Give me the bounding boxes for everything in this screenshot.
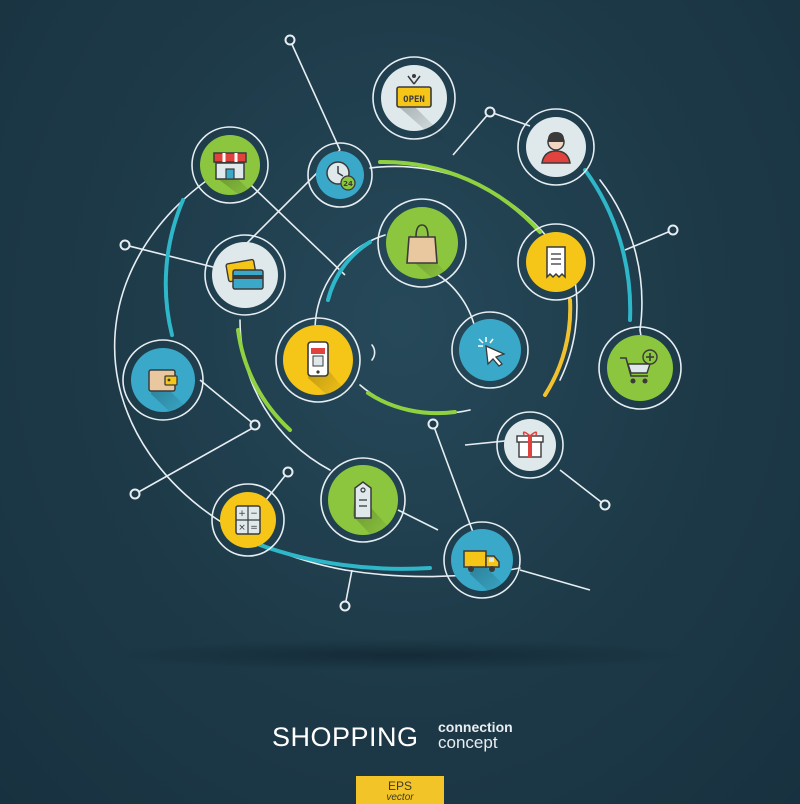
main-title: SHOPPING <box>272 722 419 752</box>
delivery-truck-icon <box>463 550 500 572</box>
credit-card-icon <box>225 258 264 290</box>
receipt-icon <box>546 246 566 279</box>
badge-line-1: EPS <box>387 779 412 793</box>
svg-text:×: × <box>238 523 246 533</box>
customer-support-icon <box>541 132 571 164</box>
add-to-cart-icon <box>620 349 658 384</box>
badge-line-2: vector <box>386 792 414 803</box>
svg-text:=: = <box>250 523 258 533</box>
store-node <box>191 126 269 204</box>
format-badge: EPS vector <box>356 776 444 804</box>
store-icon <box>213 152 247 180</box>
subtitle-line-2: concept <box>438 733 498 752</box>
svg-text:+: + <box>238 509 246 519</box>
gift-node <box>496 411 564 479</box>
wallet-icon <box>148 369 178 392</box>
credit-card-node <box>204 234 286 316</box>
open-sign-icon: OPEN <box>396 74 432 108</box>
shopping-bag-icon <box>406 224 438 264</box>
support-node <box>517 108 595 186</box>
mobile-shop-node <box>275 317 361 403</box>
wallet-node <box>122 339 204 421</box>
shopping-bag-node <box>377 198 467 288</box>
clock-24-text: 24 <box>343 180 353 188</box>
cursor-click-icon <box>478 337 506 367</box>
subtitle: connection concept <box>438 719 558 752</box>
receipt-node <box>517 223 595 301</box>
mobile-shop-icon <box>307 341 329 377</box>
price-tag-icon <box>354 481 372 519</box>
open-sign-node: OPEN <box>372 56 456 140</box>
svg-text:−: − <box>250 509 258 519</box>
open-sign-text: OPEN <box>403 95 425 105</box>
clock-24-icon: 24 <box>326 161 356 191</box>
subtitle-line-1: connection <box>438 719 513 735</box>
clock-24-node: 24 <box>307 142 373 208</box>
gift-icon <box>516 431 544 458</box>
add-to-cart-node <box>598 326 682 410</box>
cursor-node <box>451 311 529 389</box>
delivery-truck-node <box>443 521 521 599</box>
connector-dots <box>119 34 679 612</box>
floor-shadow <box>100 639 700 671</box>
calculator-icon: + − × = <box>235 505 261 535</box>
calculator-node: + − × = <box>211 483 285 557</box>
price-tag-node <box>320 457 406 543</box>
